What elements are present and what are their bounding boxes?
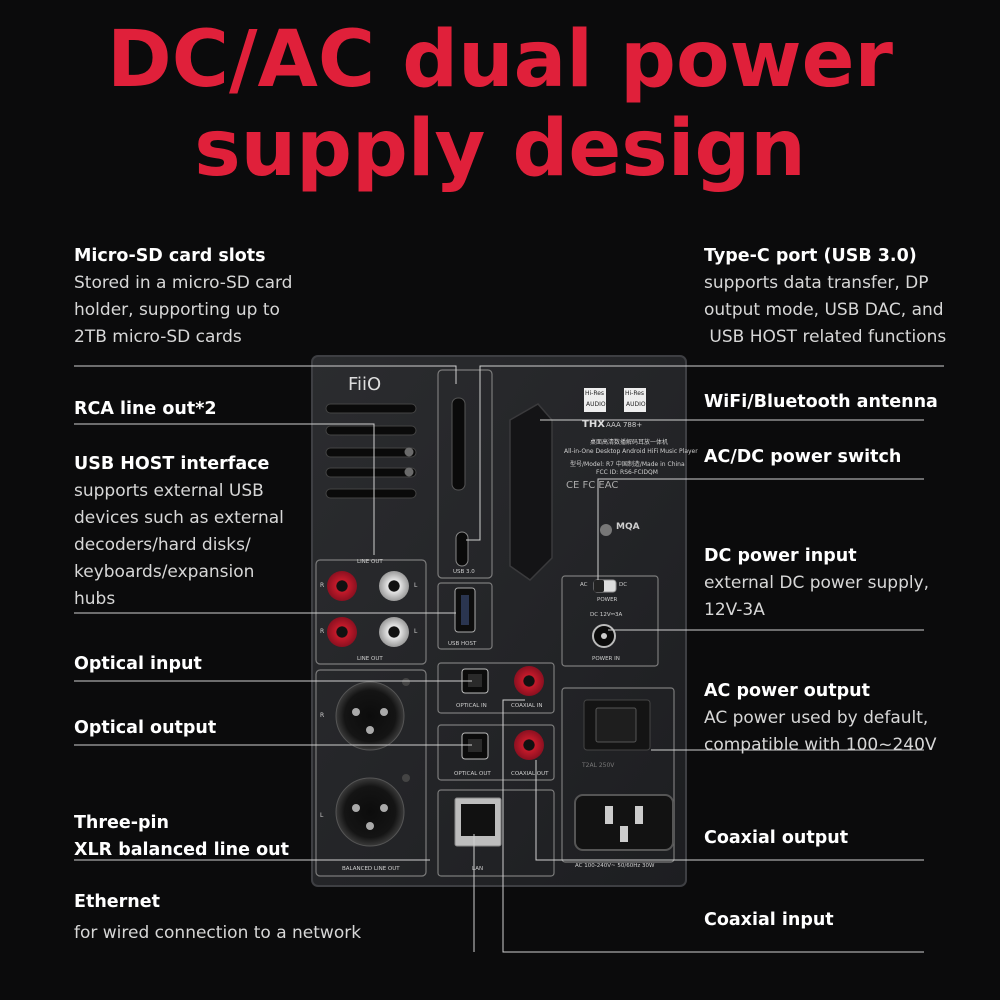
callout-usb-host-desc-3: decoders/hard disks/ [74, 535, 251, 555]
optical-out-label: OPTICAL OUT [454, 771, 491, 777]
callout-coaxial-output: Coaxial output [704, 825, 848, 852]
callout-ac-output-desc-1: AC power used by default, [704, 708, 929, 728]
fuse-label: T2AL 250V [582, 762, 615, 769]
info-line-1: 桌面高清数播解码耳放一体机 [590, 439, 669, 446]
callout-dc-input-desc-2: 12V-3A [704, 600, 765, 620]
callout-type-c-desc-1: supports data transfer, DP [704, 273, 929, 293]
callout-dc-input-title: DC power input [704, 546, 857, 566]
antenna-shape [509, 403, 553, 581]
callout-rca-title: RCA line out*2 [74, 399, 217, 419]
callout-optical-input: Optical input [74, 651, 202, 678]
callout-usb-host-desc-2: devices such as external [74, 508, 284, 528]
info-line-3: 型号/Model: R7 中国制造/Made in China [570, 461, 685, 468]
iec-socket [574, 794, 674, 851]
callout-ac-output: AC power output AC power used by default… [704, 678, 937, 759]
power-in-label: POWER IN [592, 656, 620, 662]
callout-optical-output-title: Optical output [74, 718, 217, 738]
callout-microsd-desc-1: Stored in a micro-SD card [74, 273, 293, 293]
brand-logo: FiiO [348, 374, 381, 395]
callout-dc-input: DC power input external DC power supply,… [704, 543, 929, 624]
hires-badge-1-bottom: AUDIO [586, 401, 606, 408]
callout-coaxial-output-title: Coaxial output [704, 828, 849, 848]
ac-label: AC [580, 582, 588, 588]
info-line-4: FCC ID: RS6-FCIDQM [596, 469, 658, 476]
callout-antenna: WiFi/Bluetooth antenna [704, 389, 938, 416]
coaxial-in-port [514, 666, 544, 696]
rca-l-label-bottom: L [414, 628, 418, 635]
xlr-r-label: R [320, 712, 325, 719]
callout-xlr-title-2: XLR balanced line out [74, 840, 289, 860]
callout-optical-output: Optical output [74, 715, 216, 742]
callout-usb-host: USB HOST interface supports external USB… [74, 451, 284, 613]
usb-host-label: USB HOST [448, 641, 477, 647]
hires-badge-2-bottom: AUDIO [626, 401, 646, 408]
callout-ac-output-title: AC power output [704, 681, 870, 701]
xlr-l-label: L [320, 812, 324, 819]
callout-ethernet-desc-1: for wired connection to a network [74, 923, 362, 943]
callout-ethernet-title: Ethernet [74, 892, 160, 912]
xlr-left [335, 777, 405, 847]
callout-usb-host-desc-1: supports external USB [74, 481, 264, 501]
callout-rca-line-out: RCA line out*2 [74, 396, 217, 423]
cert-marks: CE FC EAC [566, 480, 619, 491]
callout-dc-input-desc-1: external DC power supply, [704, 573, 930, 593]
vent-slots [325, 403, 417, 499]
callout-power-switch-title: AC/DC power switch [704, 447, 902, 467]
callout-usb-host-desc-4: keyboards/expansion [74, 562, 255, 582]
info-line-2: All-in-One Desktop Android HiFi Music Pl… [564, 448, 698, 455]
callout-type-c-desc-2: output mode, USB DAC, and [704, 300, 944, 320]
coaxial-out-label: COAXIAL OUT [511, 771, 549, 777]
headline-line-2: supply design [194, 104, 806, 194]
callout-microsd-title: Micro-SD card slots [74, 246, 266, 266]
callout-microsd-desc-2: holder, supporting up to [74, 300, 280, 320]
thx-model: AAA 788+ [606, 421, 643, 429]
headline-line-1: DC/AC dual power [107, 15, 893, 105]
dc-label: DC [619, 582, 628, 588]
usb30-label: USB 3.0 [453, 569, 475, 575]
balanced-label: BALANCED LINE OUT [342, 866, 400, 872]
callout-ethernet: Ethernet for wired connection to a netwo… [74, 889, 361, 947]
callout-antenna-title: WiFi/Bluetooth antenna [704, 392, 938, 412]
callout-ac-output-desc-2: compatible with 100~240V [704, 735, 937, 755]
callout-type-c: Type-C port (USB 3.0) supports data tran… [704, 243, 946, 351]
callout-coaxial-input-title: Coaxial input [704, 910, 834, 930]
callout-xlr: Three-pin XLR balanced line out [74, 810, 289, 864]
callout-xlr-title-1: Three-pin [74, 813, 170, 833]
ac-spec-label: AC 100-240V~ 50/60Hz 30W [575, 863, 655, 869]
usb-c-port [455, 531, 469, 567]
thx-logo: THX [582, 419, 605, 430]
lan-label: LAN [472, 866, 484, 872]
power-label: POWER [597, 597, 618, 603]
rca-r-label-top: R [320, 582, 325, 589]
callout-optical-input-title: Optical input [74, 654, 202, 674]
coaxial-out-port [514, 730, 544, 760]
callout-type-c-title: Type-C port (USB 3.0) [704, 246, 917, 266]
callout-type-c-desc-3: USB HOST related functions [704, 327, 947, 347]
mqa-logo: MQA [616, 522, 640, 532]
callout-microsd-desc-3: 2TB micro-SD cards [74, 327, 242, 347]
rca-r-label-bottom: R [320, 628, 325, 635]
callout-microsd: Micro-SD card slots Stored in a micro-SD… [74, 243, 292, 351]
line-out-bottom-label: LINE OUT [357, 656, 383, 662]
rca-l-label-top: L [414, 582, 418, 589]
callout-power-switch: AC/DC power switch [704, 444, 901, 471]
xlr-right [335, 681, 405, 751]
microsd-slot [451, 397, 466, 491]
dc-spec-label: DC 12V⎓3A [590, 612, 623, 618]
optical-in-label: OPTICAL IN [456, 703, 487, 709]
line-out-top-label: LINE OUT [357, 559, 383, 565]
callout-usb-host-desc-5: hubs [74, 589, 116, 609]
callout-usb-host-title: USB HOST interface [74, 454, 270, 474]
coaxial-in-label: COAXIAL IN [511, 703, 543, 709]
hires-badge-1-top: Hi-Res [585, 390, 605, 397]
callout-coaxial-input: Coaxial input [704, 907, 834, 934]
hires-badge-2-top: Hi-Res [625, 390, 645, 397]
